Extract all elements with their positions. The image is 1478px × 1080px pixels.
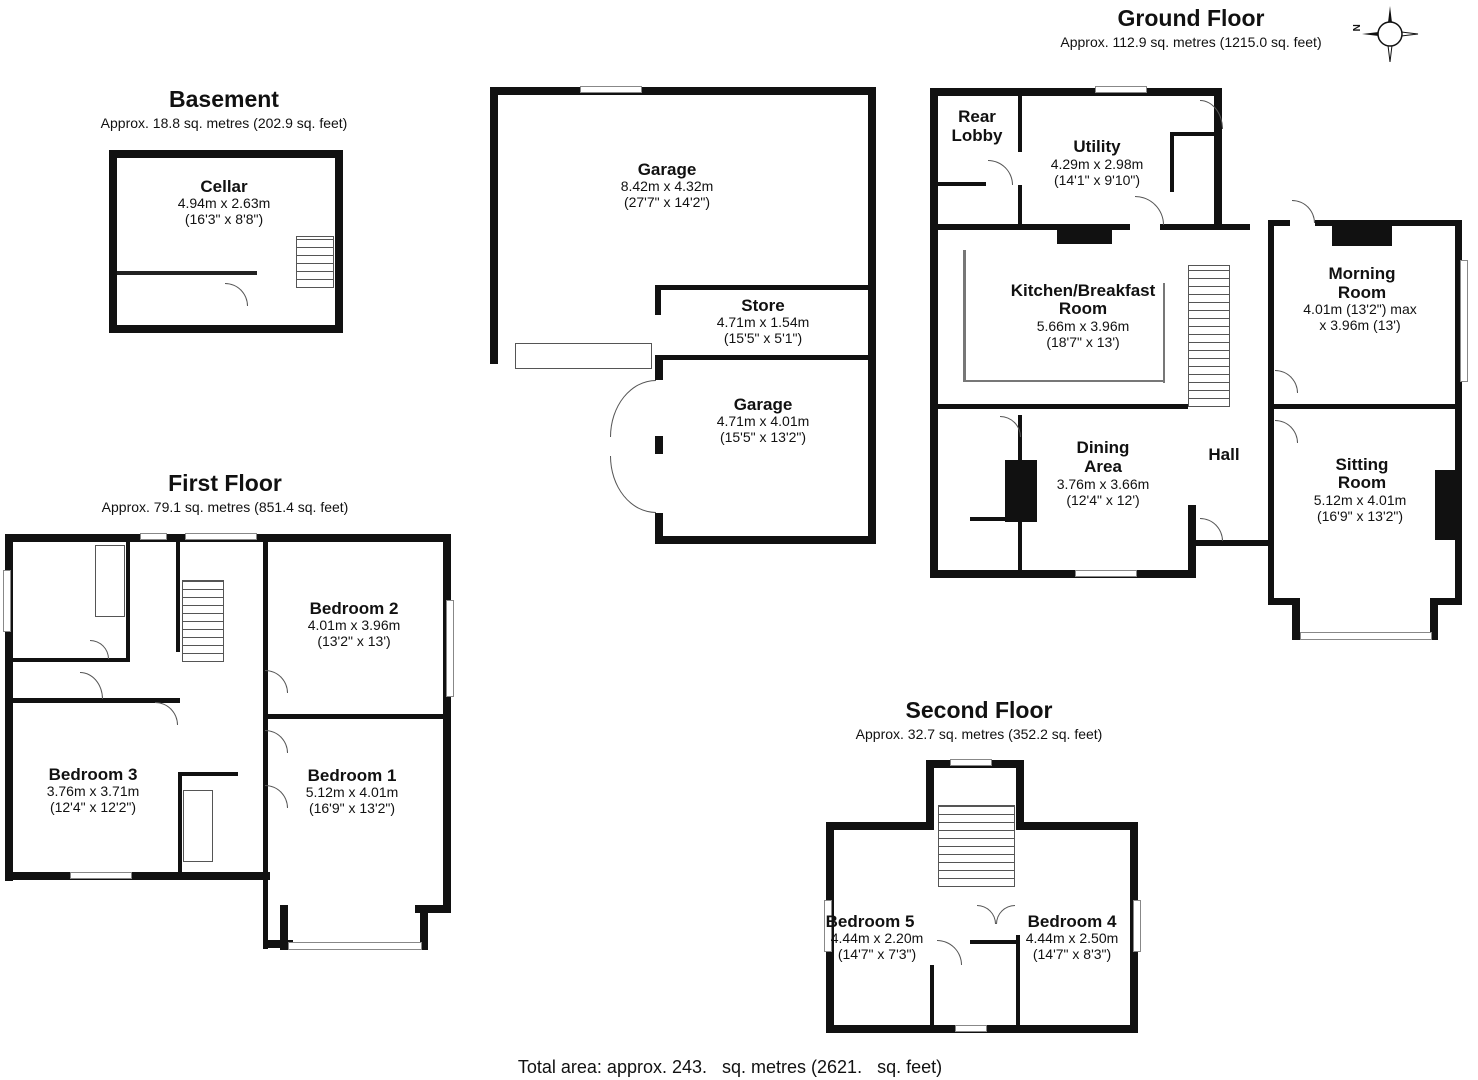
floor-title: Basement [169,86,279,112]
floor-title: Ground Floor [1117,5,1265,31]
floor-title: Second Floor [905,697,1053,723]
floor-area: Approx. 79.1 sq. metres (851.4 sq. feet) [101,499,349,515]
floor-title: First Floor [168,470,282,496]
floor-area: Approx. 112.9 sq. metres (1215.0 sq. fee… [1060,34,1322,50]
compass-letter: N [1351,24,1363,32]
floor-area: Approx. 32.7 sq. metres (352.2 sq. feet) [855,726,1103,742]
north-arrow-icon [1362,6,1419,63]
total-area: Total area: approx. 243. sq. metres (262… [517,1057,943,1077]
floor-area: Approx. 18.8 sq. metres (202.9 sq. feet) [100,115,348,131]
